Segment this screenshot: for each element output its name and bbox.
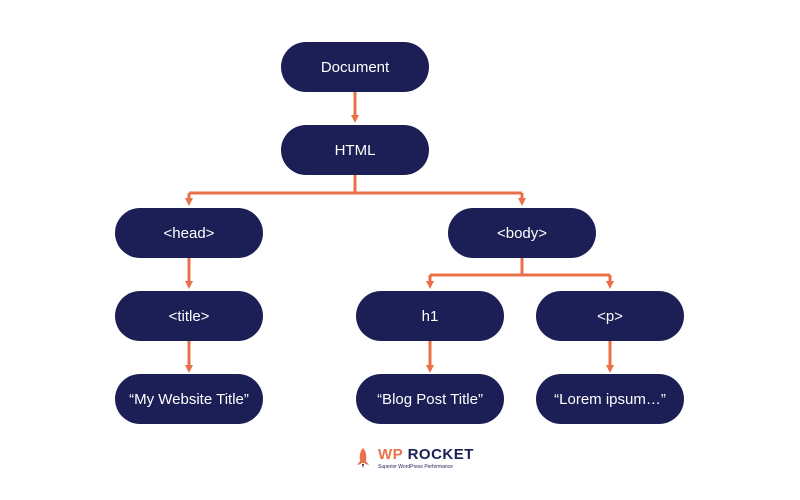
node-title: <title> — [115, 291, 263, 341]
logo-rocket: ROCKET — [407, 446, 474, 463]
node-body: <body> — [448, 208, 596, 258]
wp-rocket-logo: WP ROCKET Superior WordPress Performance — [352, 446, 473, 476]
node-title-text: “My Website Title” — [115, 374, 263, 424]
logo-wp: WP — [378, 446, 403, 463]
node-html: HTML — [281, 125, 429, 175]
node-document: Document — [281, 42, 429, 92]
logo-tagline: Superior WordPress Performance — [378, 464, 453, 470]
node-p-text: “Lorem ipsum…” — [536, 374, 684, 424]
logo-wordmark: WP ROCKET — [378, 446, 474, 463]
node-head: <head> — [115, 208, 263, 258]
node-h1-text: “Blog Post Title” — [356, 374, 504, 424]
node-p: <p> — [536, 291, 684, 341]
node-h1: h1 — [356, 291, 504, 341]
rocket-icon — [357, 448, 369, 468]
